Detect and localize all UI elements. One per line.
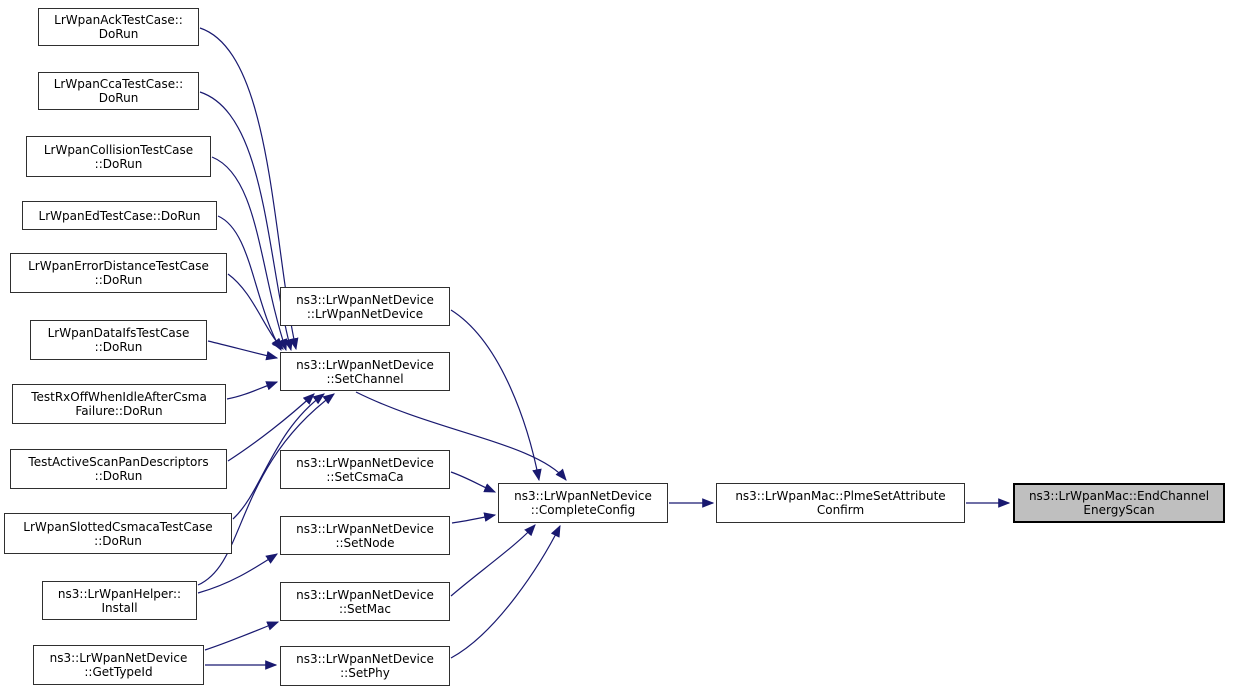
- node-label-line2: ::SetNode: [335, 535, 395, 550]
- node-label-line2: EnergyScan: [1083, 503, 1155, 517]
- node-testrxoffwhenidleaftercsmafailure-dorun[interactable]: TestRxOffWhenIdleAfterCsma Failure::DoRu…: [12, 384, 226, 424]
- edge-gettypeid-to-setmac: [204, 621, 280, 651]
- edge-dataifs-to-setchannel: [207, 340, 279, 361]
- node-label-line2: ::SetMac: [338, 601, 392, 616]
- node-label-line2: DoRun: [98, 91, 139, 105]
- node-label-line2: ::LrWpanNetDevice: [306, 306, 424, 321]
- edge-install-to-setchannel: [197, 393, 335, 586]
- node-lrwpannetdevice-setnode[interactable]: ns3::LrWpanNetDevice ::SetNode: [280, 516, 450, 555]
- node-label-line2: ::DoRun: [94, 533, 142, 548]
- node-label-line1: TestRxOffWhenIdleAfterCsma: [31, 390, 207, 404]
- node-label-line1: ns3::LrWpanHelper::: [57, 586, 182, 601]
- edge-errdist-to-setchannel: [227, 273, 284, 350]
- node-label-line1: ns3::LrWpanNetDevice: [49, 651, 188, 665]
- edge-setphy-to-completeconfig: [450, 524, 561, 659]
- node-lrwpannetdevice-setmac[interactable]: ns3::LrWpanNetDevice ::SetMac: [280, 582, 450, 621]
- node-lrwpancollisiontestcase-dorun[interactable]: LrWpanCollisionTestCase ::DoRun: [26, 136, 211, 177]
- edge-setcsmaca-to-completeconfig: [450, 471, 497, 493]
- node-label-line2: ::SetCsmaCa: [326, 469, 404, 484]
- node-lrwpannetdevice-setcsmaca[interactable]: ns3::LrWpanNetDevice ::SetCsmaCa: [280, 450, 450, 489]
- node-label-line1: TestActiveScanPanDescriptors: [28, 455, 209, 469]
- node-label-line1: ns3::LrWpanNetDevice: [296, 521, 434, 536]
- node-label-line1: ns3::LrWpanNetDevice: [296, 292, 434, 307]
- node-label-line1: ns3::LrWpanNetDevice: [296, 357, 434, 372]
- node-label-line1: ns3::LrWpanMac::EndChannel: [1028, 489, 1210, 503]
- edge-setnode-to-completeconfig: [451, 512, 497, 524]
- node-lrwpanedtestcase-dorun[interactable]: LrWpanEdTestCase::DoRun: [22, 201, 217, 230]
- edge-slotted-to-setchannel: [232, 393, 325, 520]
- edge-ed-to-setchannel: [217, 215, 282, 352]
- node-testactivescanpandescriptors-dorun[interactable]: TestActiveScanPanDescriptors ::DoRun: [10, 449, 227, 489]
- node-label-line1: ns3::LrWpanNetDevice: [296, 455, 434, 470]
- node-label-line2: Install: [101, 600, 138, 615]
- node-label-line1: LrWpanEdTestCase::DoRun: [38, 208, 201, 223]
- node-label-line2: Confirm: [816, 503, 865, 517]
- node-label-line1: LrWpanErrorDistanceTestCase: [28, 259, 209, 273]
- edge-collision-to-setchannel: [211, 156, 288, 352]
- edge-rxoff-to-setchannel: [226, 381, 279, 400]
- node-lrwpanccatestcase-dorun[interactable]: LrWpanCcaTestCase:: DoRun: [38, 72, 199, 110]
- node-lrwpannetdevice-setphy[interactable]: ns3::LrWpanNetDevice ::SetPhy: [280, 646, 450, 686]
- node-label-line2: ::DoRun: [94, 273, 143, 287]
- node-lrwpanacktestcase-dorun[interactable]: LrWpanAckTestCase:: DoRun: [38, 8, 199, 46]
- node-label-line1: LrWpanCcaTestCase::: [53, 77, 184, 91]
- edge-ctor-to-completeconfig: [450, 309, 542, 482]
- node-lrwpanmac-endchannelenergyscan: ns3::LrWpanMac::EndChannel EnergyScan: [1013, 483, 1225, 523]
- node-label-line2: ::DoRun: [94, 340, 143, 354]
- node-label-line1: ns3::LrWpanNetDevice: [296, 652, 434, 666]
- node-lrwpanhelper-install[interactable]: ns3::LrWpanHelper:: Install: [42, 581, 197, 620]
- node-lrwpannetdevice-setchannel[interactable]: ns3::LrWpanNetDevice ::SetChannel: [280, 352, 450, 391]
- node-label-line2: ::DoRun: [94, 469, 143, 483]
- node-lrwpanslottedcsmacatestcase-dorun[interactable]: LrWpanSlottedCsmacaTestCase ::DoRun: [4, 513, 232, 554]
- node-label-line2: Failure::DoRun: [75, 404, 163, 418]
- node-lrwpannetdevice-gettypeid[interactable]: ns3::LrWpanNetDevice ::GetTypeId: [33, 645, 204, 685]
- node-label-line2: ::DoRun: [94, 156, 143, 171]
- node-label-line2: DoRun: [98, 27, 139, 41]
- node-lrwpannetdevice-constructor[interactable]: ns3::LrWpanNetDevice ::LrWpanNetDevice: [280, 287, 450, 326]
- node-label-line2: ::SetChannel: [326, 371, 404, 386]
- node-label-line2: ::SetPhy: [340, 666, 390, 680]
- node-lrwpannetdevice-completeconfig[interactable]: ns3::LrWpanNetDevice ::CompleteConfig: [498, 483, 668, 523]
- node-label-line2: ::CompleteConfig: [530, 503, 636, 517]
- node-label-line2: ::GetTypeId: [84, 665, 153, 679]
- node-label-line1: LrWpanAckTestCase::: [54, 13, 183, 27]
- edge-install-to-setnode: [197, 553, 279, 594]
- node-label-line1: ns3::LrWpanNetDevice: [514, 489, 652, 503]
- node-lrwpanerrordistancetestcase-dorun[interactable]: LrWpanErrorDistanceTestCase ::DoRun: [10, 253, 227, 293]
- edge-setmac-to-completeconfig: [450, 524, 536, 597]
- node-label-line1: ns3::LrWpanNetDevice: [296, 587, 434, 602]
- node-lrwpanmac-plmesetattributeconfirm[interactable]: ns3::LrWpanMac::PlmeSetAttribute Confirm: [716, 483, 965, 523]
- edge-activescan-to-setchannel: [227, 393, 315, 462]
- node-label-line1: LrWpanSlottedCsmacaTestCase: [23, 519, 213, 534]
- edge-setchannel-to-completeconfig: [355, 391, 567, 481]
- node-lrwpandataifstestcase-dorun[interactable]: LrWpanDataIfsTestCase ::DoRun: [30, 320, 207, 360]
- node-label-line1: ns3::LrWpanMac::PlmeSetAttribute: [735, 489, 946, 503]
- node-label-line1: LrWpanDataIfsTestCase: [47, 326, 190, 340]
- node-label-line1: LrWpanCollisionTestCase: [43, 142, 194, 157]
